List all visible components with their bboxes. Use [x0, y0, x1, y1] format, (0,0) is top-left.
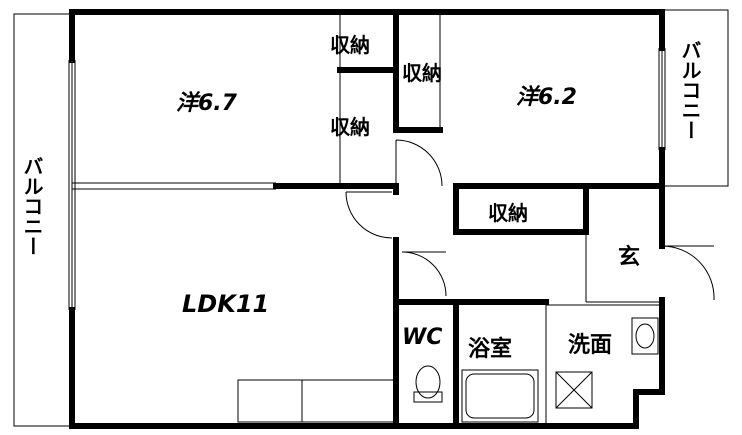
room-label-wc: WC [402, 325, 442, 350]
doors [345, 139, 715, 301]
room-label-entrance: 玄 [618, 244, 640, 270]
toilet-icon [413, 365, 443, 403]
washing-machine-icon [555, 371, 593, 409]
windows [68, 48, 666, 310]
interior-walls [72, 9, 665, 429]
bathtub-icon [461, 369, 539, 423]
room-label-western-1: 洋6.7 [176, 90, 238, 116]
room-label-western-2: 洋6.2 [516, 84, 577, 110]
balcony-label-right: バルコニー [678, 40, 702, 140]
storage-label-3: 収納 [330, 115, 370, 139]
storage-label-1: 収納 [330, 33, 370, 57]
exterior-walls [69, 9, 665, 429]
left-balcony [13, 13, 73, 427]
sink-icon [631, 317, 659, 355]
balcony-label-left: バルコニー [20, 156, 44, 256]
kitchen-counter [237, 379, 395, 423]
room-label-washroom: 洗面 [568, 333, 612, 358]
right-balcony [661, 9, 729, 187]
storage-label-2: 収納 [402, 61, 442, 85]
room-label-bathroom: 浴室 [468, 336, 512, 362]
room-label-ldk: LDK11 [182, 290, 269, 318]
storage-label-4: 収納 [488, 201, 528, 225]
